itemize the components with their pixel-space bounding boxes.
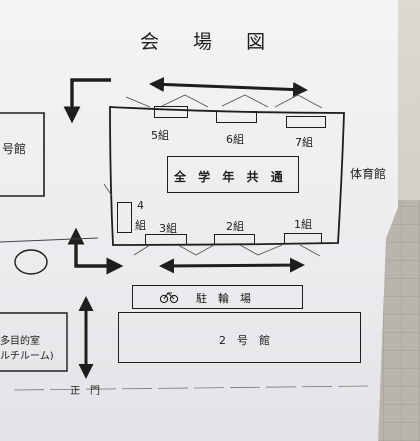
class-1-box [284,233,322,244]
lower-left-edge [0,237,99,243]
map-title: 会 場 図 [140,31,280,53]
class-2-box [214,234,255,245]
common-area-box [167,156,299,193]
round-marker [14,249,48,275]
left-building-outline [0,112,45,197]
building-2-box [118,312,361,363]
top-left-corner-arrow [63,78,111,124]
top-double-arrow [149,76,308,98]
lower-left-building-outline [0,312,68,372]
bicycle-icon [159,292,179,304]
left-building-label: 号館 [2,142,27,156]
bicycle-parking-label: 駐 輪 場 [196,292,251,305]
class-1-label: 1組 [294,218,312,231]
class-6-box [216,111,257,123]
main-gate-label: 正 門 [70,386,100,397]
multi-purpose-room-label: 多目的室 [0,336,40,347]
class-6-label: 6組 [226,133,244,146]
class-7-label: 7組 [295,136,313,149]
class-4-number: 4 [137,199,144,212]
bottom-double-arrow [159,257,305,274]
gym-label: 体育館 [350,167,387,181]
class-3-label: 3組 [159,222,177,235]
class-4-unit: 組 [135,219,146,232]
class-7-box [286,116,326,128]
class-3-box [145,234,187,245]
class-5-label: 5組 [151,129,169,142]
map-sheet: 会 場 図 号館 体育館 5組 6組 7組 全 学 年 共 通 4 組 3組 2… [0,0,398,441]
building-2-label: 2 号 館 [219,334,270,347]
bicycle-parking-box [132,285,303,309]
class-2-label: 2組 [226,220,244,233]
multi-room-label: ルチルーム) [0,351,54,362]
class-4-box [117,202,132,233]
bottom-left-corner-arrow [67,227,124,275]
class-5-box [154,106,188,118]
common-area-label: 全 学 年 共 通 [174,170,287,184]
main-building-outline [109,106,345,246]
